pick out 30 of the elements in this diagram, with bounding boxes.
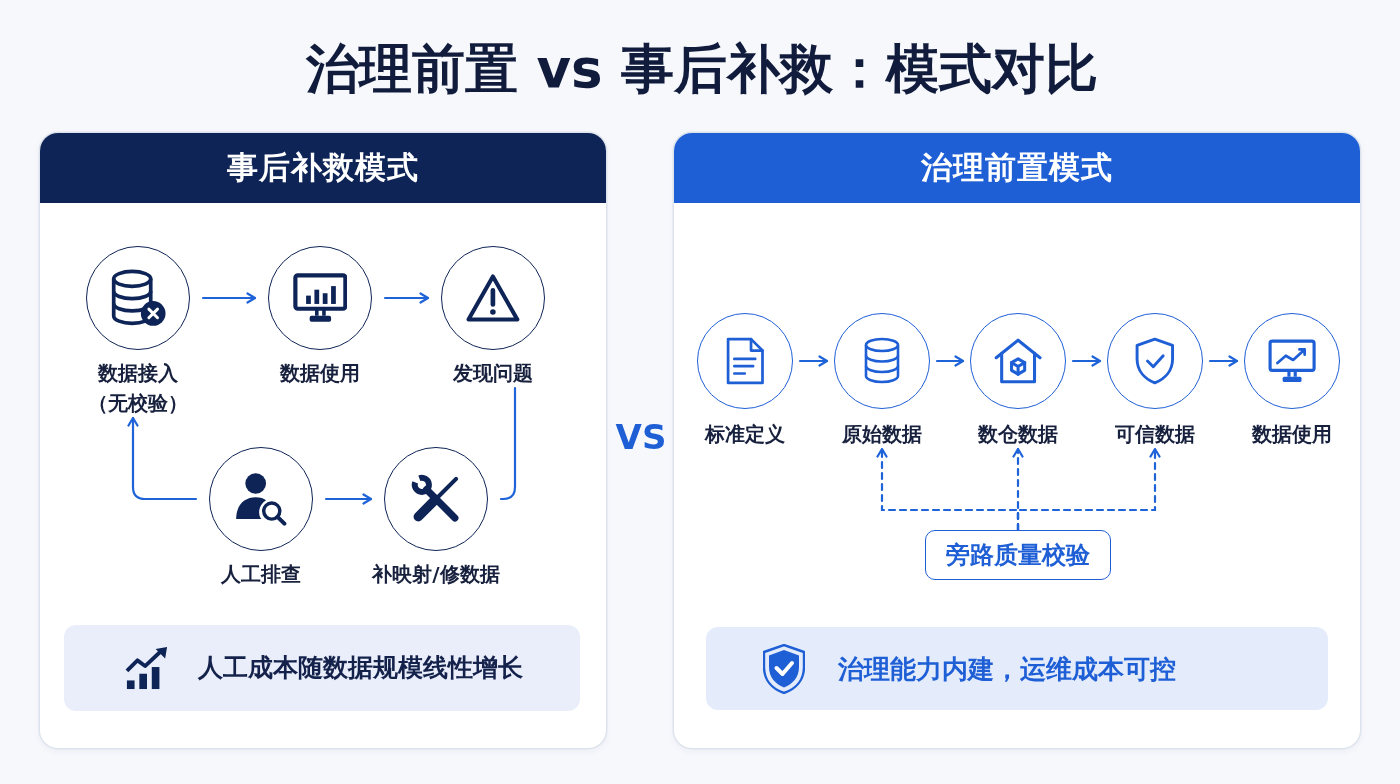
page-title: 治理前置 vs 事后补救：模式对比: [306, 37, 1098, 101]
arrow: [383, 292, 430, 304]
arrow: [324, 493, 373, 505]
panel-card: [674, 133, 1360, 748]
step-label: 人工排查: [221, 561, 301, 588]
panel-header: 治理前置模式: [674, 133, 1360, 203]
arrow: [1071, 355, 1102, 367]
step-label: 标准定义: [705, 421, 785, 448]
step-label: 数据使用: [280, 360, 360, 387]
summary-banner: [706, 627, 1328, 710]
process-box: 旁路质量校验: [925, 530, 1111, 580]
summary-banner: [64, 625, 580, 711]
step-label: 补映射/修数据: [372, 561, 500, 588]
dashed-arrow: [1016, 447, 1161, 532]
arrow: [127, 416, 198, 501]
panel-card: [40, 133, 606, 748]
step-label: 数仓数据: [978, 421, 1058, 448]
step-label: 数据接入（无校验）: [87, 360, 189, 417]
step-label: 数据使用: [1252, 421, 1332, 448]
arrow: [201, 292, 257, 304]
arrow: [798, 355, 829, 367]
arrow: [935, 355, 965, 367]
summary-text: 治理能力内建，运维成本可控: [838, 652, 1176, 686]
arrow: [1208, 355, 1239, 367]
panel-header: 事后补救模式: [40, 133, 606, 203]
vs-label: VS: [615, 417, 667, 457]
step-label: 发现问题: [453, 360, 533, 387]
step-label: 可信数据: [1115, 421, 1195, 448]
step-label: 原始数据: [842, 421, 922, 448]
summary-text: 人工成本随数据规模线性增长: [198, 652, 523, 684]
